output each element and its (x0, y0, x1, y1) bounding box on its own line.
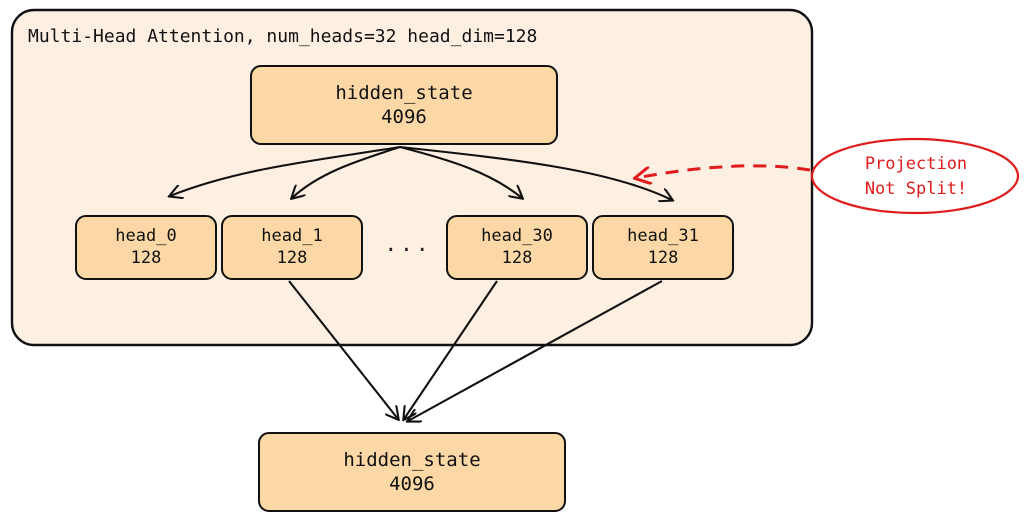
annotation-line-1: Projection (864, 154, 968, 174)
annotation-line-2: Not Split! (864, 178, 968, 199)
node-head-1-label: head_1 (261, 225, 323, 246)
node-input-hidden-state[interactable]: hidden_state 4096 (250, 65, 558, 145)
node-head-1[interactable]: head_1 128 (221, 215, 363, 280)
node-head-31-value: 128 (647, 247, 679, 268)
edge-input-to-head-31 (399, 145, 672, 200)
node-output-label: hidden_state (343, 448, 481, 471)
node-head-30[interactable]: head_30 128 (446, 215, 588, 280)
node-head-31-label: head_31 (627, 225, 699, 246)
annotation-ellipse (810, 137, 1020, 215)
edge-input-to-head-30 (399, 145, 522, 198)
node-output-value: 4096 (389, 473, 435, 495)
node-head-1-value: 128 (276, 247, 308, 268)
annotation-text: Projection Not Split! (828, 152, 1004, 201)
node-head-30-label: head_30 (481, 225, 553, 246)
node-input-label: hidden_state (335, 81, 473, 104)
node-head-0-label: head_0 (115, 225, 177, 246)
edge-input-to-head-0 (170, 145, 401, 196)
edge-head-30-to-output (404, 280, 498, 419)
node-head-30-value: 128 (501, 247, 533, 268)
node-head-31[interactable]: head_31 128 (592, 215, 734, 280)
node-input-value: 4096 (381, 106, 427, 128)
edge-input-to-head-1 (292, 146, 401, 198)
node-head-0[interactable]: head_0 128 (75, 215, 217, 280)
group-title: Multi-Head Attention, num_heads=32 head_… (28, 26, 538, 47)
node-output-hidden-state[interactable]: hidden_state 4096 (258, 432, 566, 512)
group-container (10, 8, 814, 347)
edge-head-1-to-output (288, 280, 398, 419)
edge-head-31-to-output (408, 280, 663, 421)
heads-ellipsis: ... (384, 232, 432, 256)
node-head-0-value: 128 (130, 247, 162, 268)
